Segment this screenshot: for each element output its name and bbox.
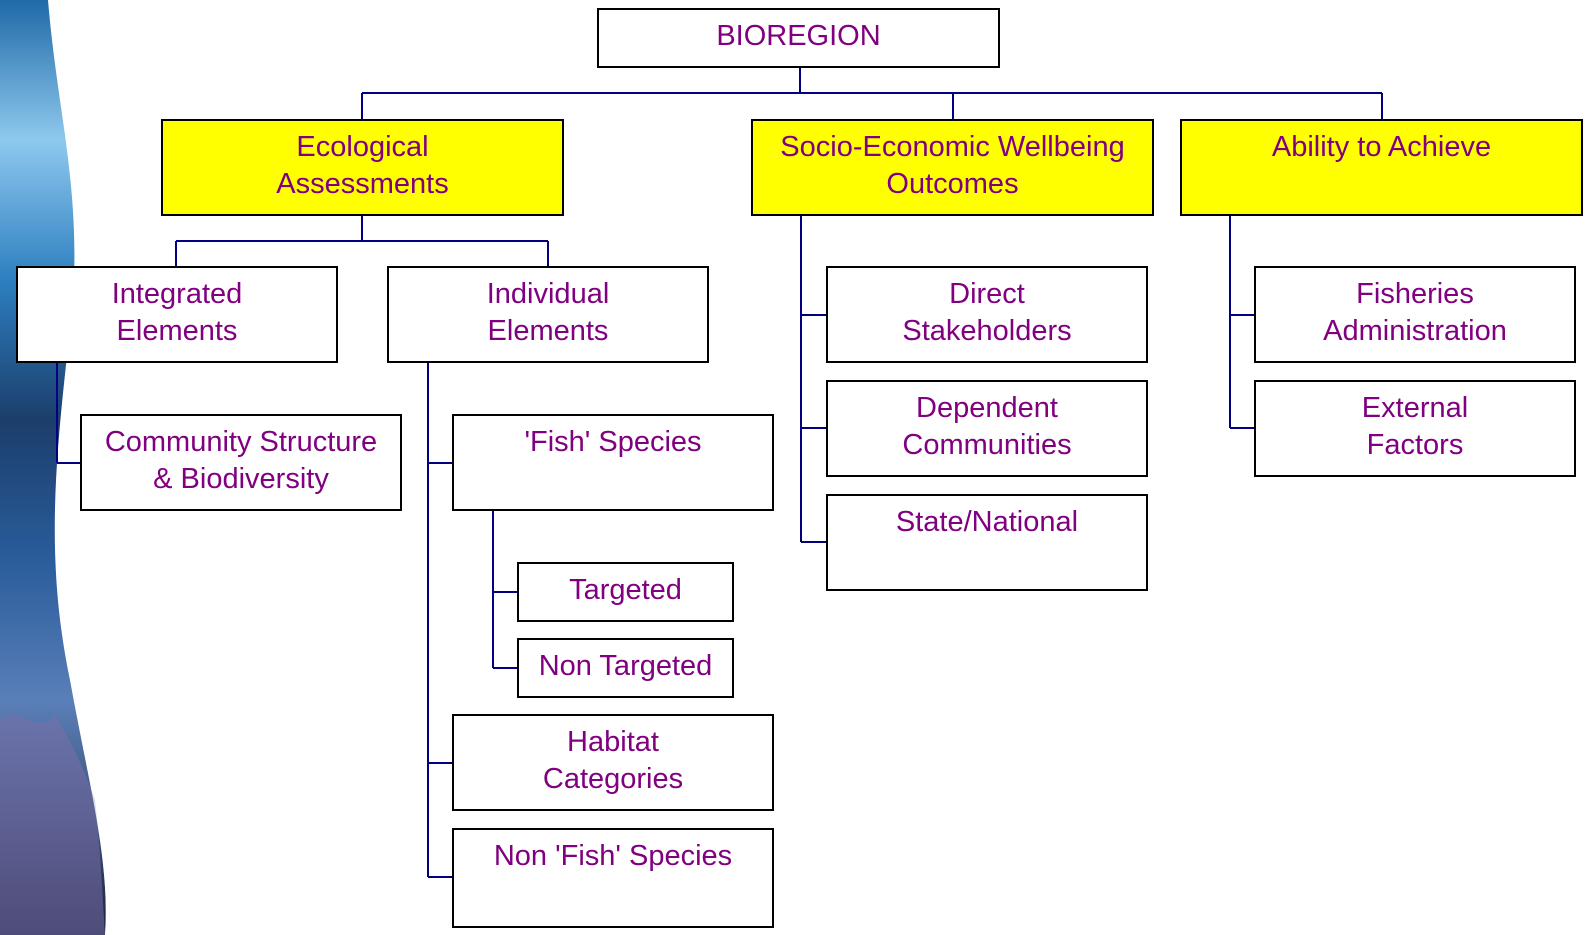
node-targeted: Targeted bbox=[517, 562, 734, 622]
node-non-targeted: Non Targeted bbox=[517, 638, 734, 698]
node-non-fish-species: Non 'Fish' Species bbox=[452, 828, 774, 928]
coral-texture bbox=[0, 714, 105, 935]
node-ecological-assessments: Ecological Assessments bbox=[161, 119, 564, 216]
left-decorative-strip bbox=[0, 0, 130, 935]
node-ability-to-achieve: Ability to Achieve bbox=[1180, 119, 1583, 216]
node-fish-species: 'Fish' Species bbox=[452, 414, 774, 511]
node-community-structure: Community Structure & Biodiversity bbox=[80, 414, 402, 511]
node-bioregion: BIOREGION bbox=[597, 8, 1000, 68]
node-individual-elements: Individual Elements bbox=[387, 266, 709, 363]
node-external-factors: External Factors bbox=[1254, 380, 1576, 477]
node-fisheries-administration: Fisheries Administration bbox=[1254, 266, 1576, 363]
ocean-photo-shape bbox=[0, 0, 106, 935]
node-state-national: State/National bbox=[826, 494, 1148, 591]
node-dependent-communities: Dependent Communities bbox=[826, 380, 1148, 477]
node-socio-economic-outcomes: Socio-Economic Wellbeing Outcomes bbox=[751, 119, 1154, 216]
node-integrated-elements: Integrated Elements bbox=[16, 266, 338, 363]
node-habitat-categories: Habitat Categories bbox=[452, 714, 774, 811]
node-direct-stakeholders: Direct Stakeholders bbox=[826, 266, 1148, 363]
